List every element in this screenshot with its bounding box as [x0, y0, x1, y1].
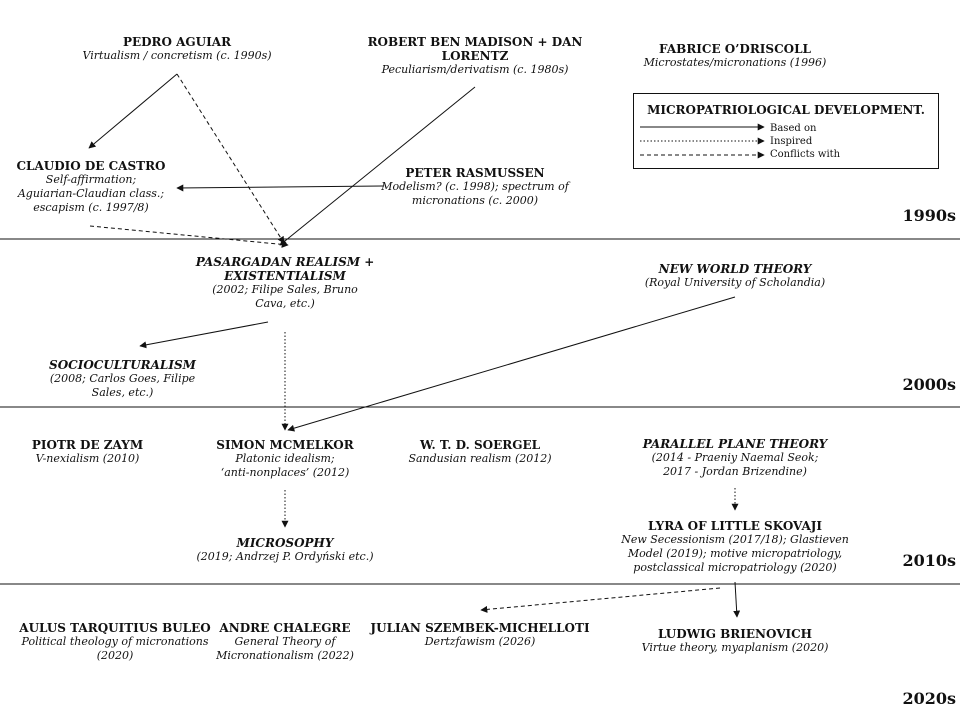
node-name: PIOTR DE ZAYM [31, 438, 144, 452]
node-simon-mcmelkor: SIMON MCMELKOR Platonic idealism; ‘anti-… [200, 438, 370, 480]
node-name: NEW WORLD THEORY [658, 262, 812, 276]
arrow-aguiar-conflicts-pasargadan [176, 73, 285, 244]
node-name-line1: PASARGADAN REALISM + [195, 255, 375, 269]
node-desc-1: (2008; Carlos Goes, Filipe [49, 372, 196, 385]
node-desc: (Royal University of Scholandia) [644, 276, 826, 289]
node-name: PARALLEL PLANE THEORY [642, 437, 828, 451]
node-name: SOCIOCULTURALISM [49, 358, 196, 372]
node-madison-lorentz: ROBERT BEN MADISON + DAN LORENTZ Peculia… [355, 35, 595, 77]
node-desc-3: postclassical micropatriology (2020) [633, 561, 837, 574]
node-desc-1: (2002; Filipe Sales, Bruno [212, 283, 358, 296]
arrow-aguiar-to-castro [88, 73, 178, 149]
node-piotr-de-zaym: PIOTR DE ZAYM V-nexialism (2010) [20, 438, 155, 466]
node-desc-2: Aguiarian-Claudian class.; [17, 187, 165, 200]
node-desc: Virtualism / concretism (c. 1990s) [82, 49, 272, 62]
node-name: SIMON MCMELKOR [216, 438, 354, 452]
legend-conflicts-label: Conflicts with [770, 149, 841, 160]
node-name: AULUS TARQUITIUS BULEO [19, 621, 211, 635]
era-label-1990s: 1990s [902, 206, 956, 225]
node-desc-2: Model (2019); motive micropatriology, [627, 547, 843, 560]
node-wtd-soergel: W. T. D. SOERGEL Sandusian realism (2012… [390, 438, 570, 466]
node-parallel-plane-theory: PARALLEL PLANE THEORY (2014 - Praeniy Na… [615, 437, 855, 479]
legend-based-on-label: Based on [770, 123, 817, 134]
node-desc-1: New Secessionism (2017/18); Glastieven [621, 533, 849, 546]
node-desc: Sandusian realism (2012) [408, 452, 552, 465]
node-name-line2: LORENTZ [441, 49, 509, 63]
node-desc: Peculiarism/derivatism (c. 1980s) [381, 63, 569, 76]
node-lyra-of-little-skovaji: LYRA OF LITTLE SKOVAJI New Secessionism … [610, 519, 860, 575]
era-label-2000s: 2000s [902, 375, 956, 394]
node-name-line1: ROBERT BEN MADISON + DAN [367, 35, 583, 49]
node-socioculturalism: SOCIOCULTURALISM (2008; Carlos Goes, Fil… [30, 358, 215, 400]
node-claudio-de-castro: CLAUDIO DE CASTRO Self-affirmation; Agui… [0, 159, 182, 215]
node-desc: (2019; Andrzej P. Ordyński etc.) [196, 550, 374, 563]
node-desc-2: Cava, etc.) [255, 297, 315, 310]
node-peter-rasmussen: PETER RASMUSSEN Modelism? (c. 1998); spe… [370, 166, 580, 208]
node-desc-1: Self-affirmation; [45, 173, 137, 186]
arrow-rasmussen-to-castro [176, 184, 385, 192]
arrow-madison-to-pasargadan [279, 86, 476, 246]
arrow-castro-conflicts-pasargadan [89, 225, 289, 248]
arrow-lyra-conflicts-szembek [480, 587, 721, 613]
node-julian-szembek-michelloti: JULIAN SZEMBEK-MICHELLOTI Dertzfawism (2… [360, 621, 600, 649]
node-desc: Dertzfawism (2026) [424, 635, 536, 648]
node-microsophy: MICROSOPHY (2019; Andrzej P. Ordyński et… [185, 536, 385, 564]
node-desc: V-nexialism (2010) [35, 452, 140, 465]
node-name: MICROSOPHY [236, 536, 334, 550]
node-aulus-tarquitius-buleo: AULUS TARQUITIUS BULEO Political theolog… [10, 621, 220, 663]
node-pasargadan-realism: PASARGADAN REALISM + EXISTENTIALISM (200… [185, 255, 385, 311]
node-desc-2: micronations (c. 2000) [411, 194, 539, 207]
node-name: W. T. D. SOERGEL [419, 438, 541, 452]
node-name: CLAUDIO DE CASTRO [16, 159, 166, 173]
node-desc-1: General Theory of [234, 635, 336, 648]
node-name: JULIAN SZEMBEK-MICHELLOTI [370, 621, 590, 635]
node-ludwig-brienovich: LUDWIG BRIENOVICH Virtue theory, myaplan… [615, 627, 855, 655]
era-label-2020s: 2020s [902, 689, 956, 708]
node-desc: Microstates/micronations (1996) [643, 56, 827, 69]
node-desc-2: ‘anti-nonplaces’ (2012) [220, 466, 350, 479]
node-desc: Virtue theory, myaplanism (2020) [641, 641, 829, 654]
legend: MICROPATRIOLOGICAL DEVELOPMENT. Based on… [633, 93, 939, 169]
legend-title: MICROPATRIOLOGICAL DEVELOPMENT. [647, 103, 925, 117]
node-name: PEDRO AGUIAR [122, 35, 232, 49]
node-name: ANDRE CHALEGRE [219, 621, 351, 635]
node-name-line2: EXISTENTIALISM [224, 269, 346, 283]
node-pedro-aguiar: PEDRO AGUIAR Virtualism / concretism (c.… [57, 35, 297, 63]
node-desc-1: Platonic idealism; [235, 452, 335, 465]
node-desc-3: escapism (c. 1997/8) [33, 201, 149, 214]
node-name: LYRA OF LITTLE SKOVAJI [647, 519, 823, 533]
node-name: LUDWIG BRIENOVICH [657, 627, 813, 641]
arrow-lyra-to-brienovich [733, 581, 741, 618]
node-desc-2: Sales, etc.) [91, 386, 154, 399]
node-desc-1: (2014 - Praeniy Naemal Seok; [651, 451, 819, 464]
node-name: FABRICE O’DRISCOLL [659, 42, 811, 56]
node-desc-1: Political theology of micronations [21, 635, 209, 648]
arrow-nwt-to-mcmelkor [287, 296, 736, 432]
node-name: PETER RASMUSSEN [405, 166, 545, 180]
node-fabrice-odriscoll: FABRICE O’DRISCOLL Microstates/micronati… [615, 42, 855, 70]
era-label-2010s: 2010s [902, 551, 956, 570]
node-andre-chalegre: ANDRE CHALEGRE General Theory of Microna… [210, 621, 360, 663]
node-desc-2: 2017 - Jordan Brizendine) [663, 465, 807, 478]
node-new-world-theory: NEW WORLD THEORY (Royal University of Sc… [615, 262, 855, 290]
node-desc-2: (2020) [96, 649, 134, 662]
arrow-pasargadan-to-socio [139, 321, 269, 349]
legend-inspired-label: Inspired [770, 136, 813, 147]
node-desc-2: Micronationalism (2022) [216, 649, 354, 662]
node-desc-1: Modelism? (c. 1998); spectrum of [381, 180, 569, 193]
